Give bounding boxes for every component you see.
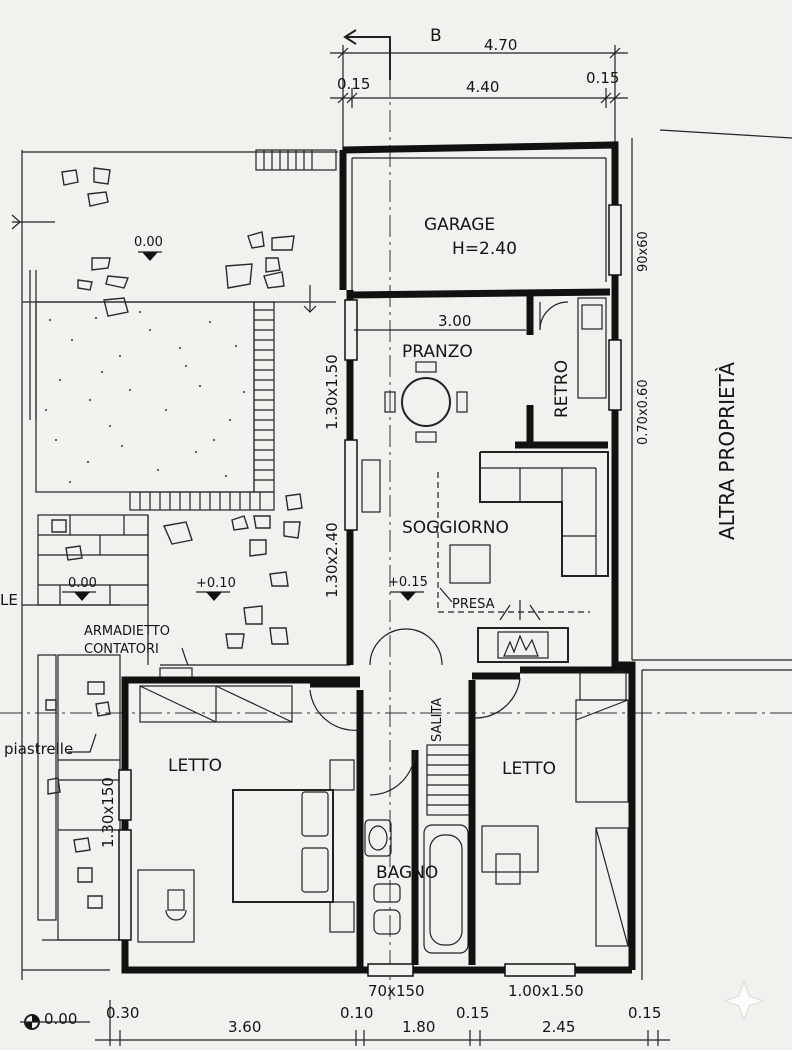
bath-fixtures bbox=[364, 819, 469, 954]
room-letto-right: LETTO bbox=[502, 759, 556, 779]
dim-top-inner: 4.40 bbox=[466, 78, 499, 96]
building-walls bbox=[121, 141, 636, 974]
bath-door bbox=[369, 749, 416, 796]
room-pranzo: PRANZO bbox=[402, 342, 473, 362]
level-marker-interior bbox=[400, 592, 416, 601]
dim-window-left-lower: 1.30x2.40 bbox=[323, 522, 341, 598]
entrance-door bbox=[309, 628, 521, 731]
sparkle-icon bbox=[723, 980, 765, 1022]
coffee-table bbox=[449, 544, 491, 584]
tv-cabinet bbox=[361, 459, 381, 513]
bottom-dimension-line bbox=[22, 969, 670, 1046]
level-terrace: +0.10 bbox=[196, 576, 236, 591]
dim-bottom-3: 1.80 bbox=[402, 1018, 435, 1036]
dim-bottom-4: 0.15 bbox=[456, 1004, 489, 1022]
level-garden: 0.00 bbox=[134, 235, 163, 250]
section-label-b: B bbox=[430, 26, 442, 46]
fireplace bbox=[477, 600, 569, 663]
desk-left bbox=[137, 869, 195, 943]
room-garage-height: H=2.40 bbox=[452, 239, 517, 259]
room-retro: RETRO bbox=[552, 360, 572, 418]
presa-leader bbox=[439, 587, 453, 603]
dim-bottom-5: 2.45 bbox=[542, 1018, 575, 1036]
dim-window-left-bedroom: 1.30x150 bbox=[99, 777, 117, 848]
level-interior: +0.15 bbox=[388, 575, 428, 590]
level-marker-terrace bbox=[206, 592, 222, 601]
piastrelle-leader bbox=[68, 733, 97, 753]
label-neighbor: ALTRA PROPRIETÀ bbox=[715, 362, 739, 540]
dim-dining-width: 3.00 bbox=[438, 312, 471, 330]
garden-area: 0.00 bbox=[11, 149, 338, 980]
bed-left bbox=[232, 759, 355, 933]
label-armadietto: ARMADIETTO bbox=[84, 624, 170, 639]
dim-top-wall-left: 0.15 bbox=[337, 75, 370, 93]
top-dimension-lines bbox=[330, 45, 628, 150]
dim-bottom-2: 0.10 bbox=[340, 1004, 373, 1022]
dim-top-wall-right: 0.15 bbox=[586, 69, 619, 87]
room-bagno: BAGNO bbox=[376, 863, 438, 883]
dim-window-bath: 70x150 bbox=[368, 982, 425, 1000]
courtyard-area: 0.00 +0.10 ARMADIETTO CONTATORI bbox=[22, 493, 350, 683]
dim-bottom-0: 0.30 bbox=[106, 1004, 139, 1022]
dim-window-bedroom-right: 1.00x1.50 bbox=[508, 982, 584, 1000]
label-presa: PRESA bbox=[452, 597, 495, 612]
sofa bbox=[479, 451, 609, 577]
dining-table bbox=[384, 361, 468, 443]
dim-window-garage: 90x60 bbox=[636, 231, 651, 272]
level-bottom-left: 0.00 bbox=[44, 1010, 77, 1028]
level-marker-bottom-left bbox=[20, 1014, 90, 1030]
dim-window-retro: 0.70x0.60 bbox=[636, 379, 651, 445]
label-piastrelle: piastrelle bbox=[4, 740, 73, 758]
level-courtyard: 0.00 bbox=[68, 576, 97, 591]
rug-outline bbox=[437, 472, 590, 613]
label-salita: SALITA bbox=[430, 698, 445, 742]
room-letto-left: LETTO bbox=[168, 756, 222, 776]
wardrobe-left bbox=[139, 685, 293, 723]
room-soggiorno: SOGGIORNO bbox=[402, 518, 509, 538]
room-garage: GARAGE bbox=[424, 215, 495, 235]
dim-bottom-1: 3.60 bbox=[228, 1018, 261, 1036]
label-edge-left: LE bbox=[0, 591, 18, 609]
level-marker-garden bbox=[142, 252, 158, 261]
level-marker-courtyard bbox=[74, 592, 90, 601]
bed-right bbox=[575, 671, 629, 947]
dim-window-left-upper: 1.30x1.50 bbox=[323, 354, 341, 430]
dim-top-total: 4.70 bbox=[484, 36, 517, 54]
dim-bottom-6: 0.15 bbox=[628, 1004, 661, 1022]
desk-right bbox=[481, 825, 539, 885]
stairs bbox=[426, 744, 470, 816]
bottom-windows bbox=[118, 204, 622, 977]
section-arrow-b: B bbox=[343, 26, 442, 80]
retro-counter bbox=[539, 297, 607, 399]
label-contatori: CONTATORI bbox=[84, 642, 159, 657]
